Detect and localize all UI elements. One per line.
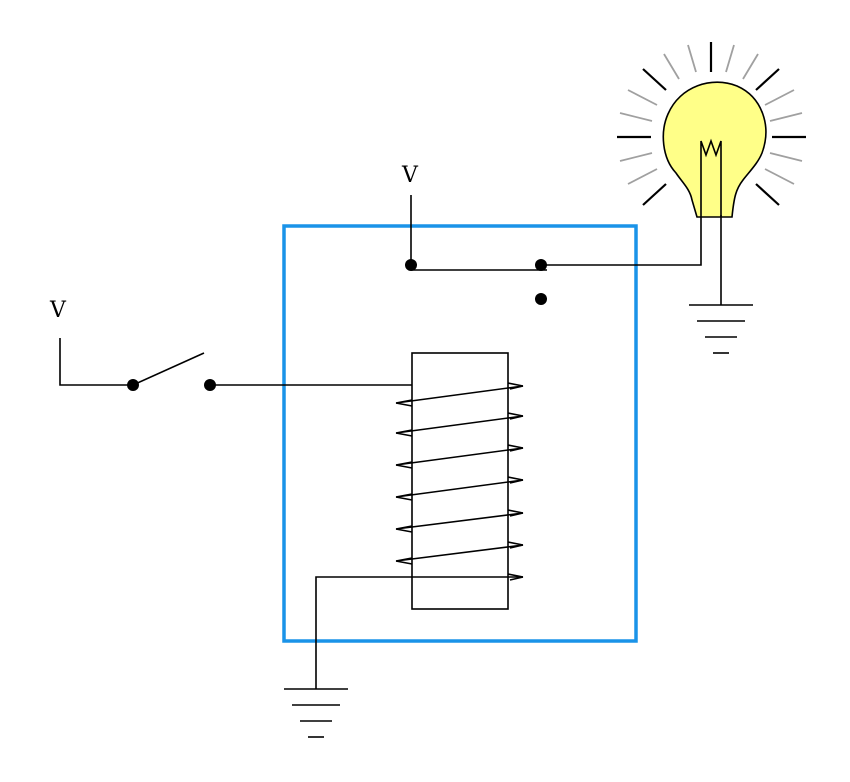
light-ray: [619, 152, 653, 162]
light-ray: [764, 168, 795, 185]
light-ray: [755, 183, 780, 206]
light-rays: [617, 42, 806, 206]
relay-contacts: [405, 259, 547, 305]
coil-winding: [395, 415, 524, 466]
bulb-ground-symbol: [689, 304, 753, 354]
light-ray: [619, 112, 653, 122]
coil-return-wire: [315, 576, 523, 689]
contact-to-bulb-wire: [541, 215, 702, 266]
coil-winding: [395, 385, 524, 404]
light-ray: [769, 152, 803, 162]
coil-windings: [395, 382, 524, 581]
light-ray: [755, 68, 780, 91]
open-switch: [127, 352, 216, 391]
light-ray: [687, 44, 697, 73]
coil-winding: [395, 512, 524, 562]
light-ray: [627, 89, 658, 106]
common-contact: [405, 259, 417, 271]
coil-winding: [395, 447, 524, 498]
input-voltage-label: V: [49, 298, 67, 323]
light-ray: [642, 183, 667, 206]
coil-ground-symbol: [284, 688, 348, 738]
light-ray: [725, 44, 735, 73]
light-ray: [627, 168, 658, 185]
normally-open-contact: [535, 293, 547, 305]
switch-lever: [132, 352, 205, 386]
coil-core: [411, 352, 509, 610]
light-ray: [769, 112, 803, 122]
input-wire: [59, 338, 133, 386]
light-ray: [642, 68, 667, 91]
light-ray: [764, 89, 795, 106]
relay-enclosure: [282, 224, 638, 643]
light-bulb: [617, 42, 806, 218]
contact-voltage-label: V: [401, 163, 419, 188]
coil-winding: [395, 479, 524, 530]
coil-winding: [395, 385, 524, 434]
coil-winding-tips: [395, 382, 524, 578]
light-ray: [742, 53, 759, 80]
light-ray: [663, 53, 680, 80]
bulb-filament: [700, 138, 722, 217]
